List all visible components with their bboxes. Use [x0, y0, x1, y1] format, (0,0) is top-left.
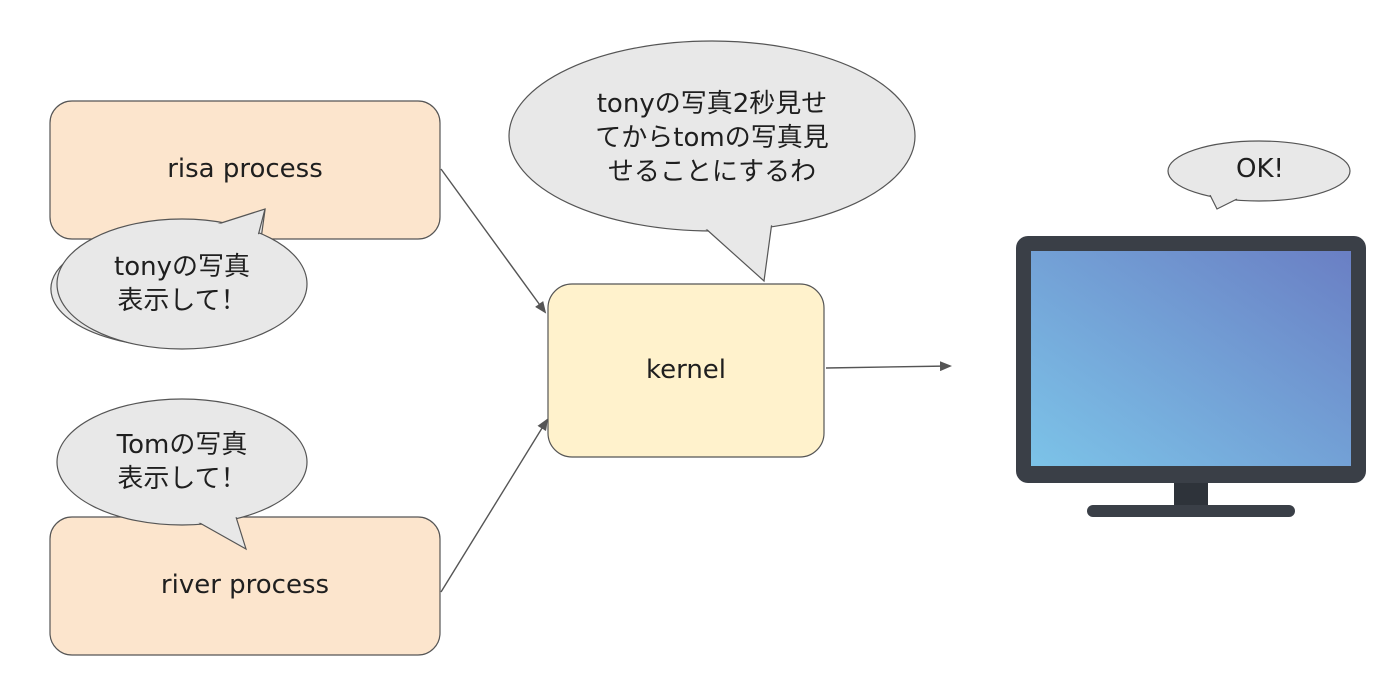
risa-bubble-fill-cover	[58, 220, 306, 348]
monitor-speech-bubble-tail	[1209, 194, 1238, 210]
kernel-speech-bubble-tail	[704, 221, 773, 283]
arrow-risa-to-kernel	[440, 168, 547, 314]
river-bubble-fill-cover	[58, 400, 306, 524]
monitor-bubble-fill-cover	[1169, 142, 1349, 200]
river-speech-bubble-tail	[197, 516, 248, 551]
kernel-speech-text: tonyの写真2秒見せ てからtomの写真見 せることにするわ	[595, 89, 829, 187]
river-process-label: river process	[160, 570, 330, 601]
risa-process-label: risa process	[167, 154, 323, 185]
kernel-box	[547, 283, 825, 458]
arrow-river-to-kernel	[440, 418, 549, 593]
monitor-icon	[1016, 236, 1366, 517]
monitor-speech-text: OK!	[1236, 154, 1284, 185]
arrow-kernel-to-display	[825, 361, 952, 372]
kernel-bubble-fill-cover	[510, 42, 914, 230]
river-speech-text: Tomの写真 表示して！	[116, 430, 248, 494]
kernel-label: kernel	[645, 354, 727, 385]
risa-speech-text: tonyの写真 表示して！	[114, 252, 250, 316]
risa-speech-bubble-tail	[217, 208, 266, 237]
